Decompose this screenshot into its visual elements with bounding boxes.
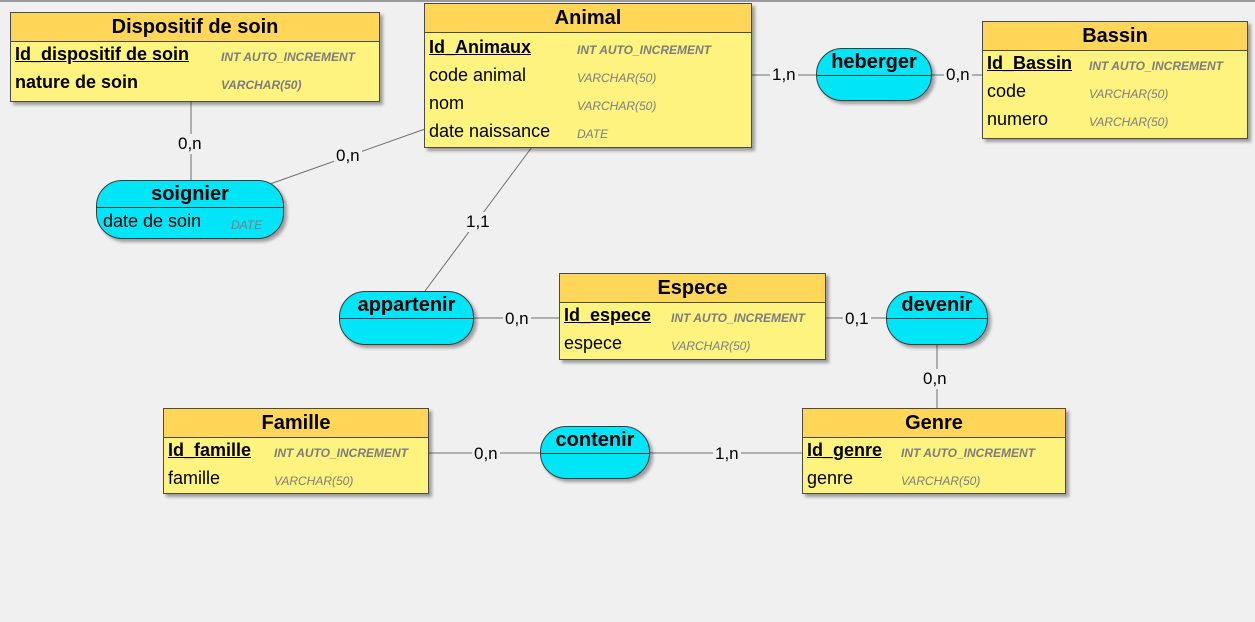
attribute-name: Id_Animaux bbox=[429, 37, 532, 57]
entity-title: Animal bbox=[425, 4, 751, 33]
cardinality-animal-soignier: 0,n bbox=[334, 146, 362, 166]
cardinality-animal-appartenir: 1,1 bbox=[464, 212, 492, 232]
entity-famille[interactable]: Famille Id_famille INT AUTO_INCREMENT fa… bbox=[163, 408, 429, 494]
top-border bbox=[0, 0, 1255, 2]
cardinality-dispositif-soignier: 0,n bbox=[176, 134, 204, 154]
entity-genre[interactable]: Genre Id_genre INT AUTO_INCREMENT genre … bbox=[802, 408, 1066, 494]
entity-dispositif-de-soin[interactable]: Dispositif de soin Id_dispositif de soin… bbox=[10, 12, 380, 102]
cardinality-bassin-heberger: 0,n bbox=[944, 65, 972, 85]
attribute-name: Id_dispositif de soin bbox=[15, 44, 190, 64]
association-title: appartenir bbox=[340, 292, 473, 319]
entity-title: Dispositif de soin bbox=[11, 13, 379, 42]
attribute-type: VARCHAR(50) bbox=[901, 474, 981, 488]
attribute-type: INT AUTO_INCREMENT bbox=[901, 446, 1036, 460]
attribute-type: VARCHAR(50) bbox=[1089, 115, 1169, 129]
attribute-name: date naissance bbox=[429, 121, 551, 141]
attribute-type: INT AUTO_INCREMENT bbox=[1089, 59, 1224, 73]
attribute-type: INT AUTO_INCREMENT bbox=[221, 50, 356, 64]
entity-title: Espece bbox=[560, 274, 825, 303]
cardinality-animal-heberger: 1,n bbox=[770, 65, 798, 85]
association-title: soignier bbox=[97, 181, 283, 208]
attribute-type: INT AUTO_INCREMENT bbox=[274, 446, 409, 460]
attribute-type: VARCHAR(50) bbox=[577, 71, 657, 85]
attribute-name: famille bbox=[168, 468, 221, 488]
association-devenir[interactable]: devenir bbox=[886, 291, 988, 345]
cardinality-espece-appartenir: 0,n bbox=[503, 309, 531, 329]
cardinality-genre-contenir: 1,n bbox=[713, 444, 741, 464]
attribute-name: genre bbox=[807, 468, 854, 488]
attribute-type: INT AUTO_INCREMENT bbox=[577, 43, 712, 57]
attribute-name: numero bbox=[987, 109, 1049, 129]
attribute-name: nom bbox=[429, 93, 465, 113]
association-soignier[interactable]: soignier date de soin DATE bbox=[96, 180, 284, 239]
entity-title: Genre bbox=[803, 409, 1065, 438]
attribute-type: INT AUTO_INCREMENT bbox=[671, 311, 806, 325]
attribute-name: espece bbox=[564, 333, 623, 353]
cardinality-genre-devenir: 0,n bbox=[921, 369, 949, 389]
association-heberger[interactable]: heberger bbox=[816, 48, 932, 101]
attribute-type: VARCHAR(50) bbox=[221, 78, 302, 92]
cardinality-espece-devenir: 0,1 bbox=[843, 309, 871, 329]
association-title: devenir bbox=[887, 292, 987, 319]
attribute-name: code animal bbox=[429, 65, 527, 85]
attribute-name: Id_Bassin bbox=[987, 53, 1073, 73]
attribute-type: VARCHAR(50) bbox=[577, 99, 657, 113]
attribute-type: VARCHAR(50) bbox=[274, 474, 354, 488]
attribute-name: Id_espece bbox=[564, 305, 652, 325]
attribute-name: Id_famille bbox=[168, 440, 252, 460]
attribute-name: nature de soin bbox=[15, 72, 139, 92]
association-title: contenir bbox=[541, 427, 649, 454]
entity-espece[interactable]: Espece Id_espece INT AUTO_INCREMENT espe… bbox=[559, 273, 826, 360]
attribute-name: code bbox=[987, 81, 1027, 101]
association-attribute-type: DATE bbox=[231, 218, 263, 232]
association-attribute-name: date de soin bbox=[103, 211, 202, 231]
attribute-type: VARCHAR(50) bbox=[1089, 87, 1169, 101]
entity-title: Famille bbox=[164, 409, 428, 438]
association-contenir[interactable]: contenir bbox=[540, 426, 650, 479]
cardinality-famille-contenir: 0,n bbox=[472, 444, 500, 464]
entity-title: Bassin bbox=[983, 22, 1247, 51]
entity-animal[interactable]: Animal Id_Animaux INT AUTO_INCREMENT cod… bbox=[424, 3, 752, 148]
entity-bassin[interactable]: Bassin Id_Bassin INT AUTO_INCREMENT code… bbox=[982, 21, 1248, 139]
association-title: heberger bbox=[817, 49, 931, 76]
attribute-name: Id_genre bbox=[807, 440, 883, 460]
attribute-type: VARCHAR(50) bbox=[671, 339, 751, 353]
attribute-type: DATE bbox=[577, 127, 609, 141]
association-appartenir[interactable]: appartenir bbox=[339, 291, 474, 345]
